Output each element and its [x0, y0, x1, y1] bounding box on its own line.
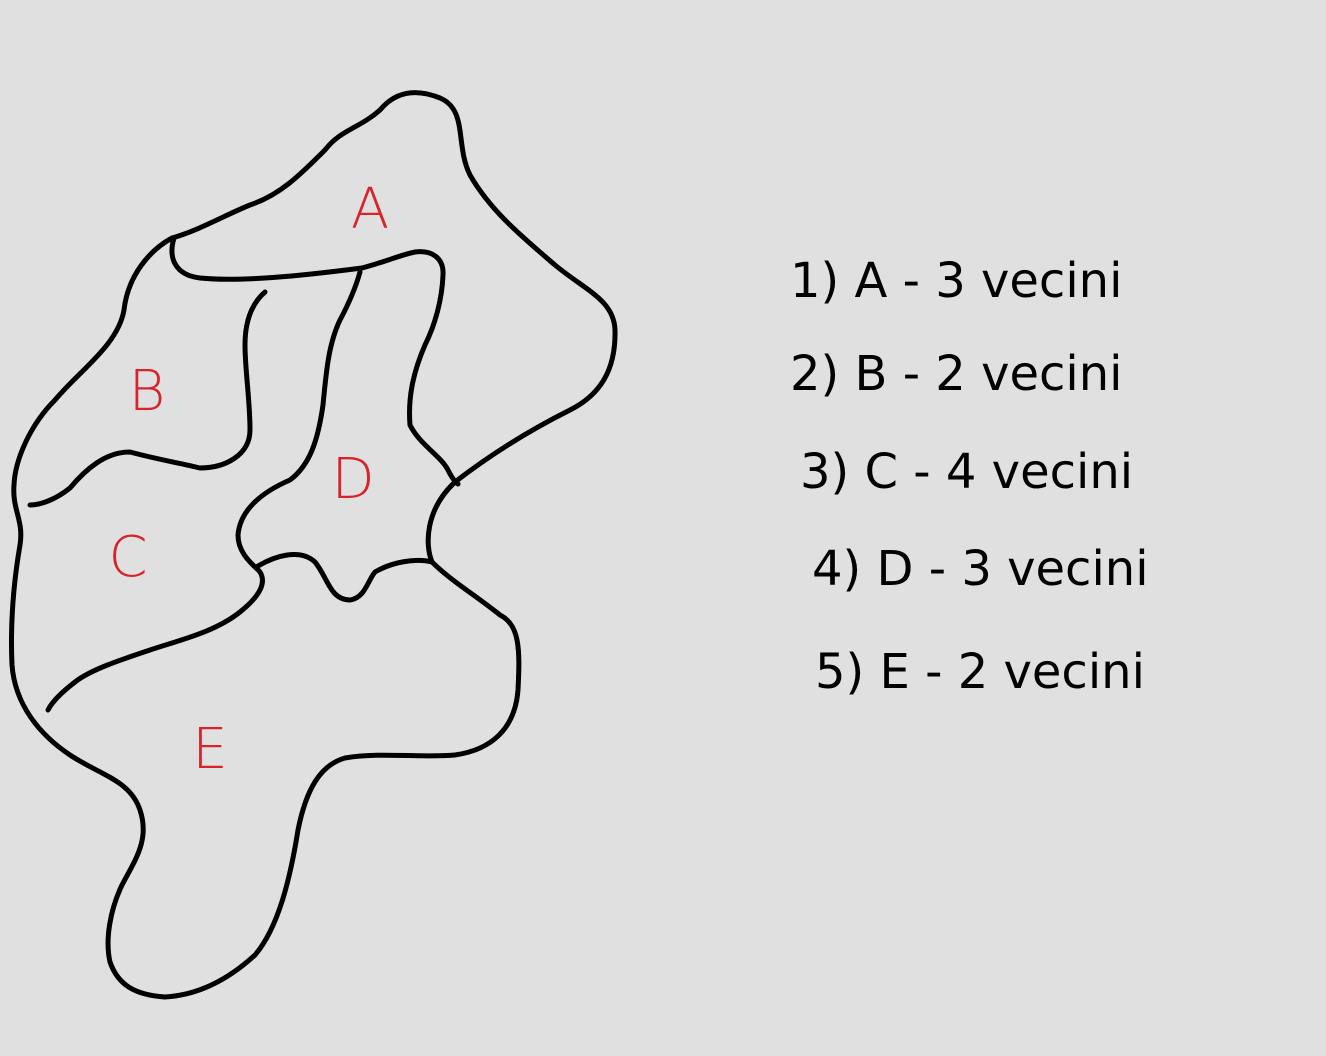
outer-boundary [8, 90, 618, 1000]
divider-d-bottom [255, 552, 435, 603]
divider-b-d [27, 289, 268, 508]
note-4: 4) D - 3 vecini [812, 541, 1149, 597]
region-label-d: D [331, 447, 374, 512]
note-1: 1) A - 3 vecini [790, 253, 1122, 309]
note-2: 2) B - 2 vecini [790, 346, 1123, 402]
region-label-e: E [192, 717, 227, 782]
region-label-c: C [108, 525, 147, 590]
region-label-a: A [351, 177, 389, 242]
divider-d-left [45, 269, 363, 713]
divider-a-lower [169, 235, 461, 487]
region-label-b: B [129, 359, 166, 424]
note-3: 3) C - 4 vecini [800, 444, 1133, 500]
note-5: 5) E - 2 vecini [815, 644, 1145, 700]
